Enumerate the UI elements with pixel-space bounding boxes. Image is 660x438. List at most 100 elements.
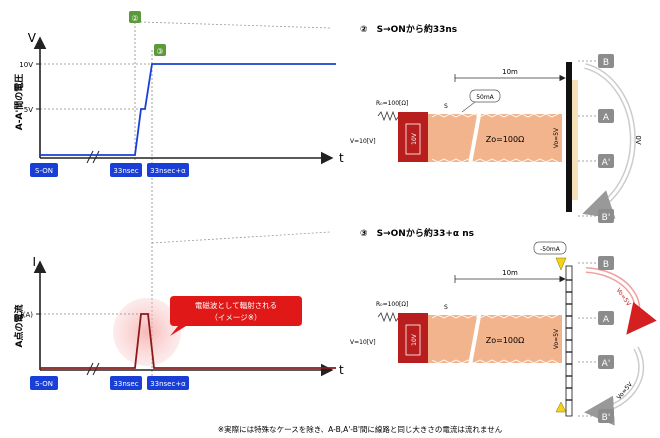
arc-voltage-label: 0V bbox=[634, 135, 642, 144]
end-conductor bbox=[565, 265, 573, 417]
arc-path-inner bbox=[582, 64, 635, 219]
node-a-label: A bbox=[603, 315, 610, 325]
callout-line-2: （イメージ※） bbox=[210, 313, 261, 322]
battery-symbol bbox=[405, 123, 421, 155]
battery-label: 10V bbox=[411, 132, 418, 145]
yellow-arrow-top bbox=[555, 257, 567, 271]
event-son-badge bbox=[30, 376, 58, 390]
arc-upper-inner bbox=[585, 268, 657, 335]
distance-label: 10m bbox=[502, 269, 518, 277]
event-son-label: S-ON bbox=[35, 380, 53, 388]
marker-2-label: ② bbox=[131, 14, 138, 23]
current-bubble-label: 50mA bbox=[476, 94, 494, 101]
marker-3-badge bbox=[154, 44, 166, 56]
node-a2-badge bbox=[598, 355, 614, 369]
node-b2-label: B' bbox=[602, 413, 611, 423]
marker-2-badge bbox=[129, 11, 141, 23]
axis-break bbox=[92, 362, 100, 376]
line-voltage-label: Vo=5V bbox=[553, 328, 560, 349]
line-break bbox=[468, 110, 482, 164]
axis-break bbox=[92, 150, 100, 164]
event-33ns-badge bbox=[110, 376, 142, 390]
event-33ns-badge bbox=[110, 163, 142, 177]
line-voltage-label: Vo=5V bbox=[553, 127, 560, 148]
switch-label: S bbox=[444, 103, 448, 110]
node-b2-label: B' bbox=[602, 213, 611, 223]
battery-symbol bbox=[405, 324, 421, 356]
impedance-label: Zo=100Ω bbox=[486, 135, 524, 144]
panel-3-heading: ③ S→ONから約33+α ns bbox=[360, 227, 474, 239]
source-label: V=10[V] bbox=[350, 339, 376, 346]
current-trace bbox=[40, 313, 336, 369]
tick-label-10v: 10V bbox=[19, 61, 33, 69]
current-y-letter: I bbox=[32, 255, 36, 269]
panel-2: ② S→ONから約33ns 10m 50mA R₀=100[Ω] S V=10[… bbox=[350, 23, 642, 223]
line-break bbox=[468, 311, 482, 365]
voltage-trace bbox=[40, 63, 336, 156]
current-bubble bbox=[469, 89, 501, 103]
node-a-badge bbox=[598, 311, 614, 325]
radiation-callout bbox=[170, 296, 302, 336]
switch-label: S bbox=[444, 304, 448, 311]
transmission-line bbox=[428, 315, 562, 363]
voltage-graph: V t 10V 5V A-A'間の電圧 S-ON 33nsec 33nsec+α… bbox=[14, 11, 344, 390]
axis-break bbox=[86, 150, 94, 164]
radiation-glow bbox=[113, 298, 181, 366]
current-bubble-pointer bbox=[461, 101, 476, 113]
current-bubble-label: -50mA bbox=[540, 246, 561, 253]
distance-label: 10m bbox=[502, 68, 518, 76]
transmission-line bbox=[428, 114, 562, 162]
node-b-label: B bbox=[603, 58, 609, 68]
voltage-y-title: A-A'間の電圧 bbox=[14, 74, 25, 130]
rail-arrows bbox=[431, 314, 559, 364]
event-33ns-alpha-label: 33nsec+α bbox=[150, 167, 186, 175]
node-b-badge bbox=[598, 54, 614, 68]
current-graph: I t I(A) A点の電流 S-ON 33nsec 33nsec+α 電磁波と… bbox=[13, 255, 344, 390]
node-a-label: A bbox=[603, 113, 610, 123]
end-conductor bbox=[566, 62, 572, 212]
node-b2-badge bbox=[598, 409, 614, 423]
footnote: ※実際には特殊なケースを除き、A-B,A'-B'間に線路と同じ大きさの電流は流れ… bbox=[218, 424, 503, 434]
impedance-label: Zo=100Ω bbox=[486, 336, 524, 345]
source-label: V=10[V] bbox=[350, 138, 376, 145]
tick-label-ia: I(A) bbox=[21, 311, 34, 319]
battery-label: 10V bbox=[411, 333, 418, 346]
marker-3-label: ③ bbox=[156, 47, 163, 56]
event-33ns-alpha-badge bbox=[147, 163, 189, 177]
resistor-symbol bbox=[377, 110, 400, 122]
voltage-x-letter: t bbox=[339, 151, 344, 165]
end-gap bbox=[572, 80, 578, 200]
event-33ns-alpha-label: 33nsec+α bbox=[150, 380, 186, 388]
resistor-label: R₀=100[Ω] bbox=[376, 100, 408, 107]
arc-lower bbox=[589, 346, 645, 415]
panel-2-heading: ② S→ONから約33ns bbox=[360, 23, 457, 35]
resistor-label: R₀=100[Ω] bbox=[376, 301, 408, 308]
current-x-letter: t bbox=[339, 363, 344, 377]
yellow-arrow-bottom bbox=[555, 401, 567, 413]
top-rail-arrows bbox=[431, 113, 559, 163]
current-y-title: A点の電流 bbox=[13, 305, 25, 348]
node-b-badge bbox=[598, 256, 614, 270]
event-33ns-label: 33nsec bbox=[113, 167, 138, 175]
event-son-badge bbox=[30, 163, 58, 177]
callout-line-1: 電磁波として輻射される bbox=[195, 300, 277, 310]
node-a2-label: A' bbox=[602, 359, 611, 369]
event-33ns-label: 33nsec bbox=[113, 380, 138, 388]
axis-break bbox=[86, 362, 94, 376]
panel-3: ③ S→ONから約33+α ns 10m -50mA R₀=100[Ω] S V… bbox=[350, 227, 657, 426]
resistor-symbol bbox=[377, 311, 400, 323]
node-a2-label: A' bbox=[602, 158, 611, 168]
voltage-y-letter: V bbox=[28, 31, 37, 45]
tick-label-5v: 5V bbox=[24, 106, 33, 114]
node-a2-badge bbox=[598, 154, 614, 168]
node-a-badge bbox=[598, 109, 614, 123]
arc-path bbox=[584, 63, 636, 215]
pointer-to-panel-2 bbox=[139, 21, 331, 29]
conductor-ticks bbox=[566, 279, 572, 401]
node-b-label: B bbox=[603, 260, 609, 270]
event-son-label: S-ON bbox=[35, 167, 53, 175]
current-bubble bbox=[533, 241, 567, 255]
pointer-to-panel-3 bbox=[151, 231, 331, 244]
node-b2-badge bbox=[598, 209, 614, 223]
